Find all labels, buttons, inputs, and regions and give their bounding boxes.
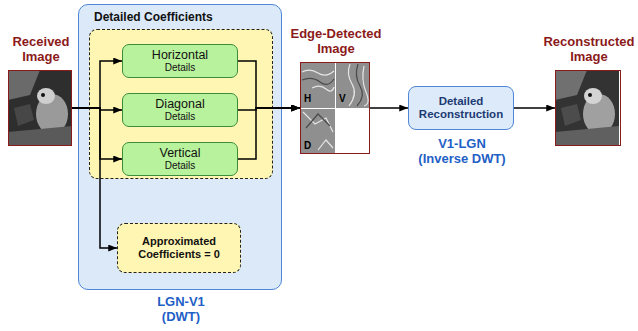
image-frame: Reconstructed Image — [555, 70, 621, 146]
photo-ground-strip — [555, 126, 619, 146]
box-text: Approximated Coefficients = 0 — [123, 235, 235, 260]
box-text: Details — [165, 111, 196, 123]
arrow-connector — [238, 61, 300, 108]
arrow-connector — [72, 108, 122, 159]
arrow-connector — [238, 108, 300, 110]
arrow-connector — [514, 107, 555, 109]
process-box: HorizontalDetails — [122, 44, 238, 78]
photo-animal-eye — [41, 93, 45, 97]
coefficient-group: Detailed CoefficientsHorizontalDetailsDi… — [89, 29, 273, 179]
received-photo — [8, 70, 72, 146]
box-text: Horizontal — [152, 48, 208, 62]
edge-stroke — [318, 140, 333, 150]
box-text: Details — [165, 160, 196, 172]
subband-letter: D — [303, 140, 312, 151]
edge-stroke — [363, 66, 368, 106]
diagonal-subband — [301, 109, 335, 153]
text-area: DiagonalDetails — [123, 94, 237, 126]
heading-text: Detailed Coefficients — [94, 11, 264, 25]
text-area: Detailed Reconstruction — [409, 87, 513, 129]
reconstructed-photo — [555, 70, 619, 146]
edge-stroke — [306, 114, 330, 128]
photo-rock — [555, 70, 587, 100]
arrow-connector — [72, 61, 122, 108]
subband-letter: V — [338, 93, 347, 104]
process-box: VerticalDetails — [122, 142, 238, 176]
photo-animal-eye — [588, 93, 592, 97]
edge-detected-photo — [300, 62, 370, 154]
stage-panel: LGN-V1 (DWT)Detailed CoefficientsHorizon… — [78, 4, 282, 290]
edge-stroke — [312, 86, 334, 91]
photo-rock — [8, 70, 40, 100]
subband-letter: H — [303, 93, 312, 104]
heading-text: Reconstructed Image — [539, 35, 638, 65]
box-text: Diagonal — [155, 97, 204, 111]
edge-stroke — [302, 78, 334, 84]
heading-text: Received Image — [1, 35, 81, 65]
arrow-connector — [72, 108, 122, 110]
edge-stroke — [303, 112, 333, 132]
arrow-connector — [72, 108, 117, 248]
text-area: VerticalDetails — [123, 143, 237, 175]
box-text: Detailed Reconstruction — [414, 95, 508, 121]
process-box: DiagonalDetails — [122, 93, 238, 127]
photo-animal-head — [584, 88, 602, 104]
edge-stroke — [302, 70, 334, 75]
text-area: HorizontalDetails — [123, 45, 237, 77]
arrow-connector — [370, 107, 408, 109]
photo-rock — [14, 104, 34, 126]
box-text: Details — [165, 62, 196, 74]
photo-rock — [561, 104, 581, 126]
photo-ground — [8, 70, 72, 146]
heading-text: LGN-V1 (DWT) — [145, 295, 217, 325]
photo-animal-head — [37, 88, 55, 104]
box-text: Vertical — [160, 146, 201, 160]
image-frame: Received Image — [8, 70, 72, 146]
horizontal-subband — [301, 63, 335, 108]
vertical-subband — [336, 63, 369, 108]
edge-stroke — [356, 64, 362, 106]
photo-ground-strip — [8, 126, 72, 146]
coefficient-box: Approximated Coefficients = 0 — [117, 223, 241, 273]
photo-ground — [555, 70, 619, 146]
process-box: Detailed ReconstructionV1-LGN (Inverse D… — [408, 86, 514, 130]
edge-stroke — [348, 64, 354, 106]
text-area: Approximated Coefficients = 0 — [118, 224, 240, 272]
heading-text: Edge-Detected Image — [284, 27, 388, 57]
arrow-connector — [238, 108, 300, 159]
edge-ground — [300, 62, 370, 154]
heading-text: V1-LGN (Inverse DWT) — [412, 137, 512, 167]
